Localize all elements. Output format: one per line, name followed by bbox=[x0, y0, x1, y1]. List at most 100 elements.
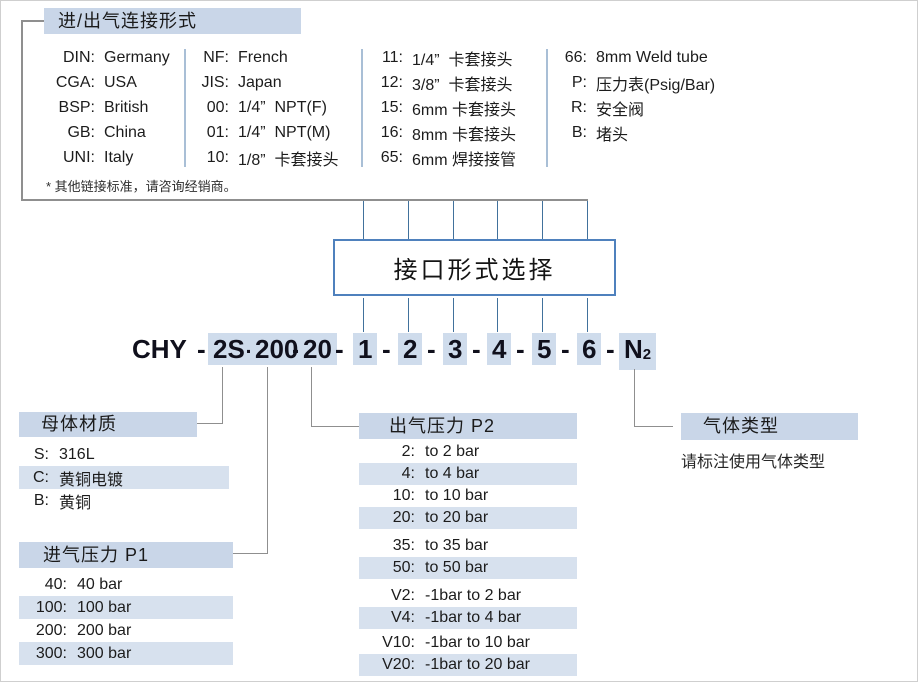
model-code-segment: 20 bbox=[298, 333, 337, 365]
item-description: 安全阀 bbox=[596, 101, 645, 119]
connector-line bbox=[21, 20, 45, 22]
item-code: JIS: bbox=[201, 73, 229, 91]
item-code: V20: bbox=[382, 656, 415, 673]
model-code-separator: - bbox=[382, 334, 391, 364]
item-code: B: bbox=[33, 491, 49, 509]
connector-line bbox=[453, 298, 454, 332]
list-item: R: 安全阀 bbox=[551, 95, 715, 120]
item-description: 1/4” NPT(F) bbox=[238, 98, 327, 116]
list-item: 15:6mm 卡套接头 bbox=[373, 95, 516, 120]
list-item: B:堵头 bbox=[551, 120, 715, 145]
list-item: V2:-1bar to 2 bar bbox=[359, 585, 577, 607]
model-code-subscript: 2 bbox=[642, 346, 652, 363]
section-title-gas-type: 气体类型 bbox=[681, 413, 858, 440]
item-description: 黄铜 bbox=[59, 494, 92, 512]
item-code: NF: bbox=[203, 48, 229, 66]
item-code: S: bbox=[33, 445, 49, 463]
model-code-segment: 200 bbox=[250, 333, 304, 365]
item-description: 1/8” 卡套接头 bbox=[238, 151, 339, 169]
connector-line bbox=[21, 199, 588, 201]
item-code: 4: bbox=[401, 465, 415, 482]
item-description: French bbox=[238, 48, 288, 66]
model-code-segment: 1 bbox=[353, 333, 378, 365]
model-code-separator: CHY bbox=[132, 334, 187, 364]
item-code: 50: bbox=[392, 559, 415, 576]
list-item: 66:8mm Weld tube bbox=[551, 45, 715, 70]
connector-line bbox=[267, 367, 268, 554]
list-item: 4: to 4 bar bbox=[359, 463, 577, 485]
section-title-outlet-pressure: 出气压力 P2 bbox=[359, 413, 577, 439]
connector-line bbox=[222, 367, 223, 424]
list-item: 01: 1/4” NPT(M) bbox=[193, 120, 338, 145]
section-title-inlet-pressure: 进气压力 P1 bbox=[19, 542, 233, 568]
item-description: 黄铜电镀 bbox=[59, 471, 124, 489]
item-description: to 4 bar bbox=[425, 465, 480, 482]
gas-type-note: 请标注使用气体类型 bbox=[681, 454, 826, 471]
model-code-segment: N2 bbox=[619, 333, 657, 370]
model-code-segment: 2S bbox=[208, 333, 250, 365]
item-code: 10: bbox=[206, 148, 229, 166]
model-code-segment: 3 bbox=[443, 333, 468, 365]
item-code: DIN: bbox=[63, 48, 95, 66]
item-code: V4: bbox=[390, 609, 415, 626]
list-item: CGA:USA bbox=[39, 70, 170, 95]
list-item: 40:40 bar bbox=[19, 573, 233, 596]
item-description: 堵头 bbox=[596, 126, 629, 144]
section-title-body-material: 母体材质 bbox=[19, 412, 197, 437]
connector-line bbox=[542, 201, 543, 239]
item-code: 100: bbox=[35, 598, 67, 616]
item-code: 12: bbox=[380, 73, 403, 91]
list-item: JIS: Japan bbox=[193, 70, 338, 95]
list-item: GB:China bbox=[39, 120, 170, 145]
connector-line bbox=[363, 201, 364, 239]
model-code-separator: - bbox=[335, 334, 344, 364]
item-code: 01: bbox=[206, 123, 229, 141]
connector-line bbox=[542, 298, 543, 332]
item-code: 11: bbox=[381, 48, 403, 66]
list-item: 10: 1/8” 卡套接头 bbox=[193, 145, 339, 170]
connector-line bbox=[311, 426, 359, 427]
item-description: 300 bar bbox=[77, 644, 132, 662]
model-code-separator: - bbox=[516, 334, 525, 364]
item-description: British bbox=[104, 98, 149, 116]
item-description: -1bar to 20 bar bbox=[425, 656, 530, 673]
connector-line bbox=[363, 298, 364, 332]
item-description: to 2 bar bbox=[425, 443, 480, 460]
list-item: 12: 3/8” 卡套接头 bbox=[373, 70, 516, 95]
list-item: 65:6mm 焊接接管 bbox=[373, 145, 516, 170]
model-code-separator: - bbox=[606, 334, 615, 364]
model-code-segment: 4 bbox=[487, 333, 512, 365]
item-code: 40: bbox=[44, 575, 67, 593]
item-code: 00: bbox=[206, 98, 229, 116]
model-code-separator: - bbox=[472, 334, 481, 364]
connector-line bbox=[197, 423, 223, 424]
list-item: UNI:Italy bbox=[39, 145, 170, 170]
connector-line bbox=[634, 426, 673, 427]
item-description: to 20 bar bbox=[425, 509, 489, 526]
list-item: 35:to 35 bar bbox=[359, 535, 577, 557]
item-description: 3/8” 卡套接头 bbox=[412, 76, 513, 94]
item-description: Japan bbox=[238, 73, 282, 91]
list-item: C:黄铜电镀 bbox=[19, 466, 229, 489]
item-description: USA bbox=[104, 73, 137, 91]
item-description: Germany bbox=[104, 48, 170, 66]
item-code: R: bbox=[571, 98, 587, 116]
list-item: V20: -1bar to 20 bar bbox=[359, 654, 577, 676]
item-description: to 35 bar bbox=[425, 537, 489, 554]
item-code: 200: bbox=[35, 621, 67, 639]
footnote: * 其他链接标准，请咨询经销商。 bbox=[46, 179, 237, 194]
item-description: 8mm Weld tube bbox=[596, 48, 708, 66]
item-description: 1/4” NPT(M) bbox=[238, 123, 331, 141]
item-code: UNI: bbox=[63, 148, 95, 166]
connector-line bbox=[408, 201, 409, 239]
item-description: -1bar to 4 bar bbox=[425, 609, 522, 626]
list-item: 00: 1/4” NPT(F) bbox=[193, 95, 338, 120]
connector-line bbox=[233, 553, 268, 554]
connector-line bbox=[587, 201, 588, 239]
connector-line bbox=[497, 298, 498, 332]
model-code-separator: - bbox=[561, 334, 570, 364]
